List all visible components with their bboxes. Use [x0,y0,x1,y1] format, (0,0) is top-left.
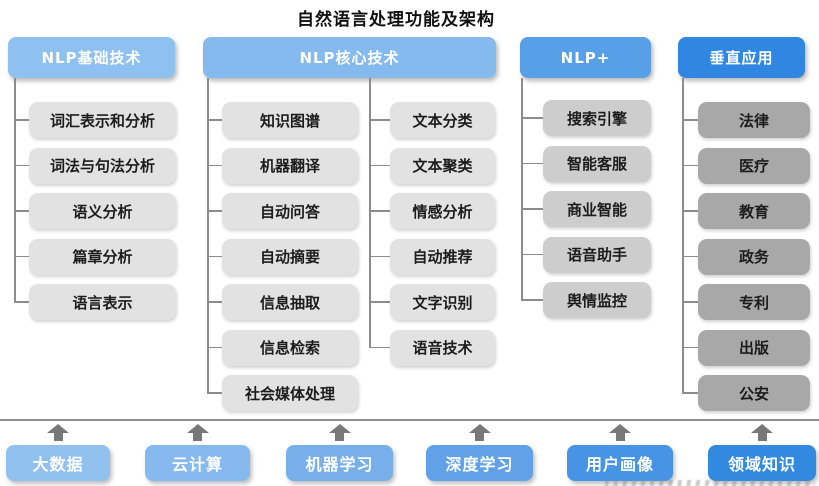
up-arrow-stem [335,433,344,441]
node: 出版 [682,329,810,366]
connector-line [14,78,16,302]
node: 搜索引擎 [521,100,651,136]
node: 信息检索 [207,329,358,366]
connector-line [521,78,523,301]
diagram-title: 自然语言处理功能及架构 [297,10,495,30]
foundation-label: 领域知识 [708,445,816,481]
node: 医疗 [682,147,810,184]
up-arrow-stem [757,433,767,441]
node: 情感分析 [369,193,495,229]
node: 舆情监控 [521,282,651,318]
watermark [605,480,815,486]
header-nlp-plus: NLP+ [520,37,651,78]
node: 文本聚类 [369,147,495,184]
column-vertical-apps: 法律 医疗 教育 政务 专利 出版 公安 [682,102,810,411]
node: 篇章分析 [14,238,176,275]
header-vertical-apps: 垂直应用 [678,37,805,78]
up-arrow-icon [468,424,491,433]
header-nlp-basic-tech: NLP基础技术 [8,37,175,78]
up-arrow-icon [609,424,631,433]
up-arrow-stem [615,433,625,441]
connector-line [682,78,684,394]
node: 词法与句法分析 [14,147,176,184]
foundation-label: 大数据 [6,445,110,481]
node: 知识图谱 [207,102,358,138]
node: 商业智能 [521,191,651,227]
node: 语音助手 [521,236,651,273]
foundation-machine-learning: 机器学习 [286,424,393,481]
node: 语言表示 [14,284,176,320]
up-arrow-icon [47,424,69,433]
node: 自动推荐 [369,238,495,275]
foundation-domain-knowledge: 领域知识 [708,424,816,481]
up-arrow-icon [186,424,209,433]
node: 教育 [682,193,810,229]
node: 机器翻译 [207,147,358,184]
node: 语音技术 [369,329,495,366]
up-arrow-icon [328,424,351,433]
foundation-big-data: 大数据 [6,424,110,481]
foundation-deep-learning: 深度学习 [426,424,533,481]
foundation-label: 机器学习 [286,445,393,481]
node: 词汇表示和分析 [14,102,176,138]
foundation-label: 深度学习 [426,445,533,481]
node: 信息抽取 [207,284,358,320]
node: 公安 [682,375,810,411]
connector-line [207,78,209,394]
column-nlp-core-left: 知识图谱 机器翻译 自动问答 自动摘要 信息抽取 信息检索 社会媒体处理 [207,102,358,411]
node: 自动问答 [207,193,358,229]
foundation-label: 云计算 [145,445,250,481]
node: 法律 [682,102,810,138]
column-nlp-core-right: 文本分类 文本聚类 情感分析 自动推荐 文字识别 语音技术 [369,102,495,366]
foundation-user-profile: 用户画像 [567,424,673,481]
foundation-cloud-computing: 云计算 [145,424,250,481]
node: 语义分析 [14,193,176,229]
header-nlp-core-tech: NLP核心技术 [203,37,496,78]
column-nlp-basic-tech: 词汇表示和分析 词法与句法分析 语义分析 篇章分析 语言表示 [14,102,176,320]
up-arrow-icon [751,424,773,433]
node: 专利 [682,284,810,320]
node: 智能客服 [521,145,651,182]
node: 文本分类 [369,102,495,138]
node: 政务 [682,238,810,275]
foundation-label: 用户画像 [567,445,673,481]
up-arrow-stem [193,433,202,441]
column-nlp-plus: 搜索引擎 智能客服 商业智能 语音助手 舆情监控 [521,100,651,318]
up-arrow-stem [475,433,484,441]
node: 文字识别 [369,284,495,320]
foundation-divider-line [0,419,819,421]
connector-line [369,78,371,348]
up-arrow-stem [53,433,63,441]
node: 社会媒体处理 [207,375,358,411]
node: 自动摘要 [207,238,358,275]
